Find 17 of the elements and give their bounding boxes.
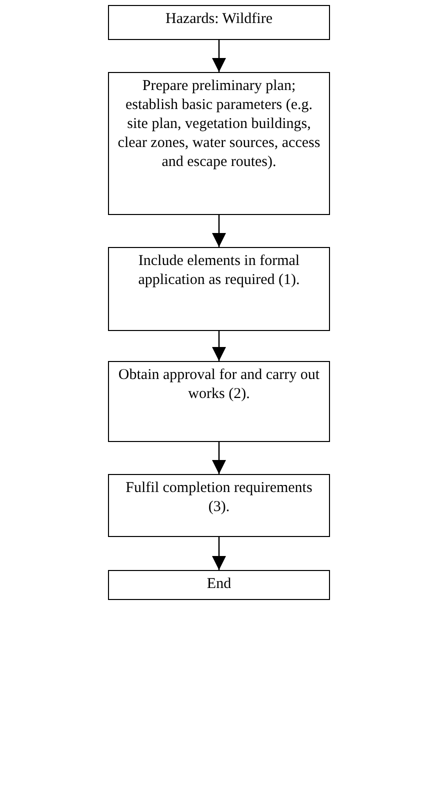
step-text: End (206, 575, 232, 594)
step-text: Include elements in formal application as required (1). (137, 252, 301, 290)
step-text: Fulfil completion requirements (3). (124, 479, 314, 517)
process-box (108, 361, 330, 442)
process-box (108, 474, 330, 537)
arrow (212, 40, 226, 72)
arrow (212, 537, 226, 570)
process-box (108, 5, 330, 40)
arrow (212, 331, 226, 361)
process-box (108, 570, 330, 600)
arrow (212, 215, 226, 247)
step-text: Prepare preliminary plan; establish basic parameters (e.g. site plan, vegetation buildings, clear zones, water sources, access and escape routes). (117, 77, 321, 172)
step-text: Obtain approval for and carry out works (2). (117, 366, 321, 404)
process-box (108, 247, 330, 331)
step-text: Hazards: Wildfire (164, 10, 274, 29)
arrow (212, 442, 226, 474)
process-box (108, 72, 330, 215)
